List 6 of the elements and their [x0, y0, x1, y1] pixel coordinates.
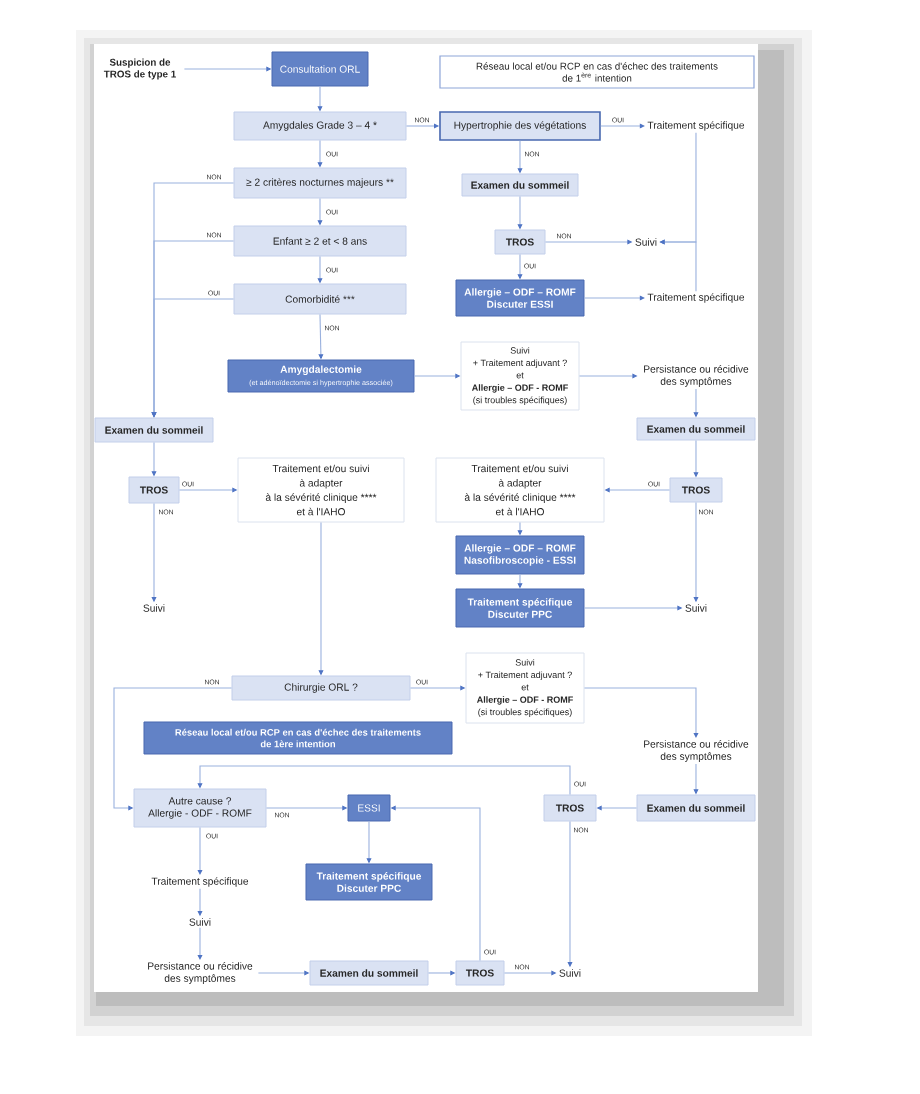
arrow — [583, 295, 645, 301]
arrow — [583, 687, 699, 738]
arrow — [600, 123, 645, 129]
arrow — [197, 927, 203, 960]
arrow — [113, 687, 233, 811]
arrow — [197, 765, 571, 796]
